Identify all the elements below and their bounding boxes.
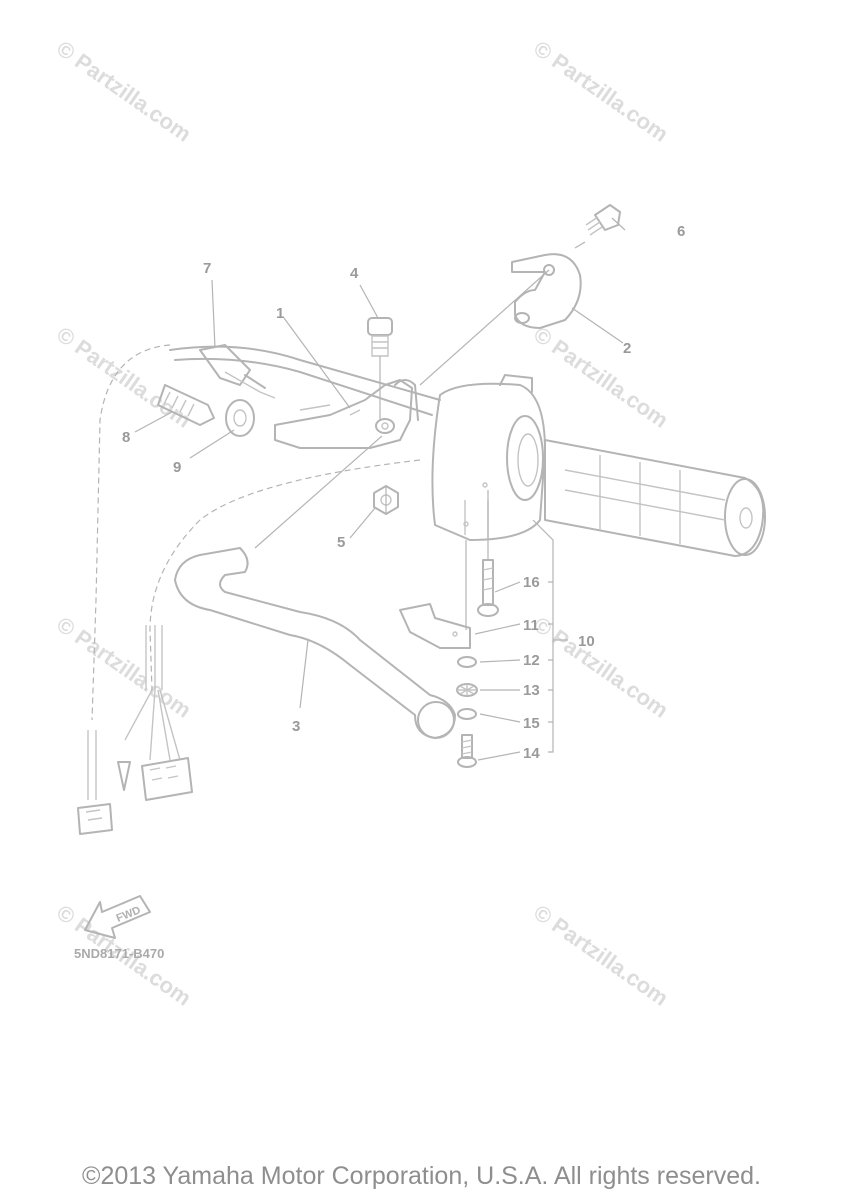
callout-11: 11 xyxy=(523,617,539,634)
callout-16: 16 xyxy=(523,574,540,591)
callout-7: 7 xyxy=(203,260,211,277)
switch-housing xyxy=(431,374,546,541)
watermark: © Partzilla.com xyxy=(52,36,196,147)
star-washer-teeth xyxy=(457,684,477,696)
callout-5: 5 xyxy=(337,534,345,551)
bracket-clamp xyxy=(511,253,582,329)
callout-3: 3 xyxy=(292,718,300,735)
copyright-notice: ©2013 Yamaha Motor Corporation, U.S.A. A… xyxy=(82,1162,761,1190)
callout-1: 1 xyxy=(276,305,284,322)
diagram-code: 5ND8171-B470 xyxy=(74,946,165,961)
handlebar xyxy=(169,345,441,416)
callout-10: 10 xyxy=(578,633,595,650)
callout-8: 8 xyxy=(122,429,130,446)
switch-plate xyxy=(399,603,471,649)
adjuster-bolt xyxy=(157,384,215,426)
locknut xyxy=(225,399,255,437)
callout-2: 2 xyxy=(623,340,631,357)
leader-lines xyxy=(134,217,626,761)
watermark: © Partzilla.com xyxy=(529,322,673,433)
callout-12: 12 xyxy=(523,652,540,669)
watermark: © Partzilla.com xyxy=(52,612,196,723)
callout-14: 14 xyxy=(523,745,540,762)
callout-9: 9 xyxy=(173,459,181,476)
wire-harness xyxy=(77,344,421,835)
grip xyxy=(544,439,766,557)
callout-6: 6 xyxy=(677,223,685,240)
watermark: © Partzilla.com xyxy=(52,322,196,433)
cable-adjuster xyxy=(199,344,276,399)
screw xyxy=(585,204,621,236)
long-screw xyxy=(477,559,499,617)
short-screw xyxy=(457,734,477,768)
washer xyxy=(457,656,477,668)
watermark: © Partzilla.com xyxy=(529,612,673,723)
lever-bracket xyxy=(274,379,419,449)
callout-13: 13 xyxy=(523,682,540,699)
clutch-lever xyxy=(174,547,456,739)
spring-washer xyxy=(457,708,477,720)
bolt xyxy=(367,317,393,357)
fwd-arrow-icon: FWD xyxy=(84,895,151,939)
watermark: © Partzilla.com xyxy=(529,900,673,1011)
callout-4: 4 xyxy=(350,265,359,282)
watermark: © Partzilla.com xyxy=(529,36,673,147)
callout-15: 15 xyxy=(523,715,540,732)
callouts: 1 2 3 4 5 6 7 8 9 10 11 12 13 15 14 16 xyxy=(122,223,685,762)
